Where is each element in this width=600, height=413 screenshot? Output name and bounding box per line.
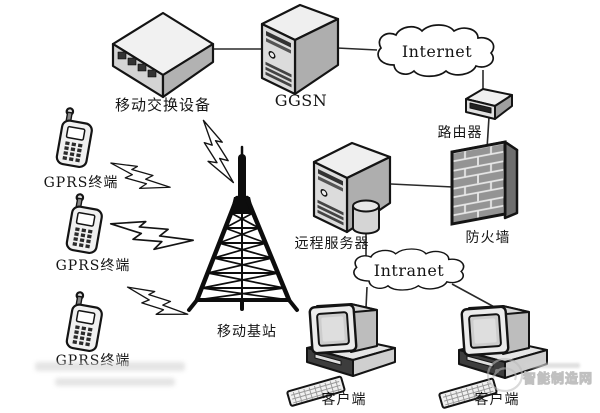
blurred-watermark-line xyxy=(35,362,185,371)
label-client-right: 客户端 xyxy=(474,392,520,408)
label-gprs-terminal-1: GPRS终端 xyxy=(43,175,119,191)
mobile-switch-icon xyxy=(111,11,215,99)
ggsn-server-icon xyxy=(260,3,340,96)
label-firewall: 防火墙 xyxy=(465,230,511,246)
gprs-phone-icon xyxy=(64,192,107,256)
label-router: 路由器 xyxy=(437,125,483,141)
label-intranet: Intranet xyxy=(373,261,445,280)
label-internet: Internet xyxy=(401,42,473,61)
gprs-phone-icon xyxy=(64,290,107,354)
watermark-url-line xyxy=(525,363,580,368)
label-mobile-switch: 移动交换设备 xyxy=(114,96,212,114)
base-station-tower-icon xyxy=(187,145,299,312)
gprs-phone-icon xyxy=(54,106,97,170)
router-icon xyxy=(465,88,513,120)
label-gprs-terminal-2: GPRS终端 xyxy=(55,258,131,274)
label-ggsn: GGSN xyxy=(274,91,328,110)
blurred-watermark-line xyxy=(55,378,175,386)
firewall-icon xyxy=(450,140,519,226)
watermark-logo xyxy=(486,357,524,393)
watermark-site-text: 智能制造网 xyxy=(523,372,594,388)
connection-lines xyxy=(214,47,499,310)
label-client-left: 客户端 xyxy=(321,392,367,408)
lightning-bolt-icon xyxy=(191,116,240,190)
database-cylinder-icon xyxy=(352,199,380,235)
lightning-bolt-icon xyxy=(121,279,191,328)
label-base-station: 移动基站 xyxy=(217,324,277,340)
label-remote-server: 远程服务器 xyxy=(294,236,370,252)
lightning-bolt-icon xyxy=(106,213,196,259)
